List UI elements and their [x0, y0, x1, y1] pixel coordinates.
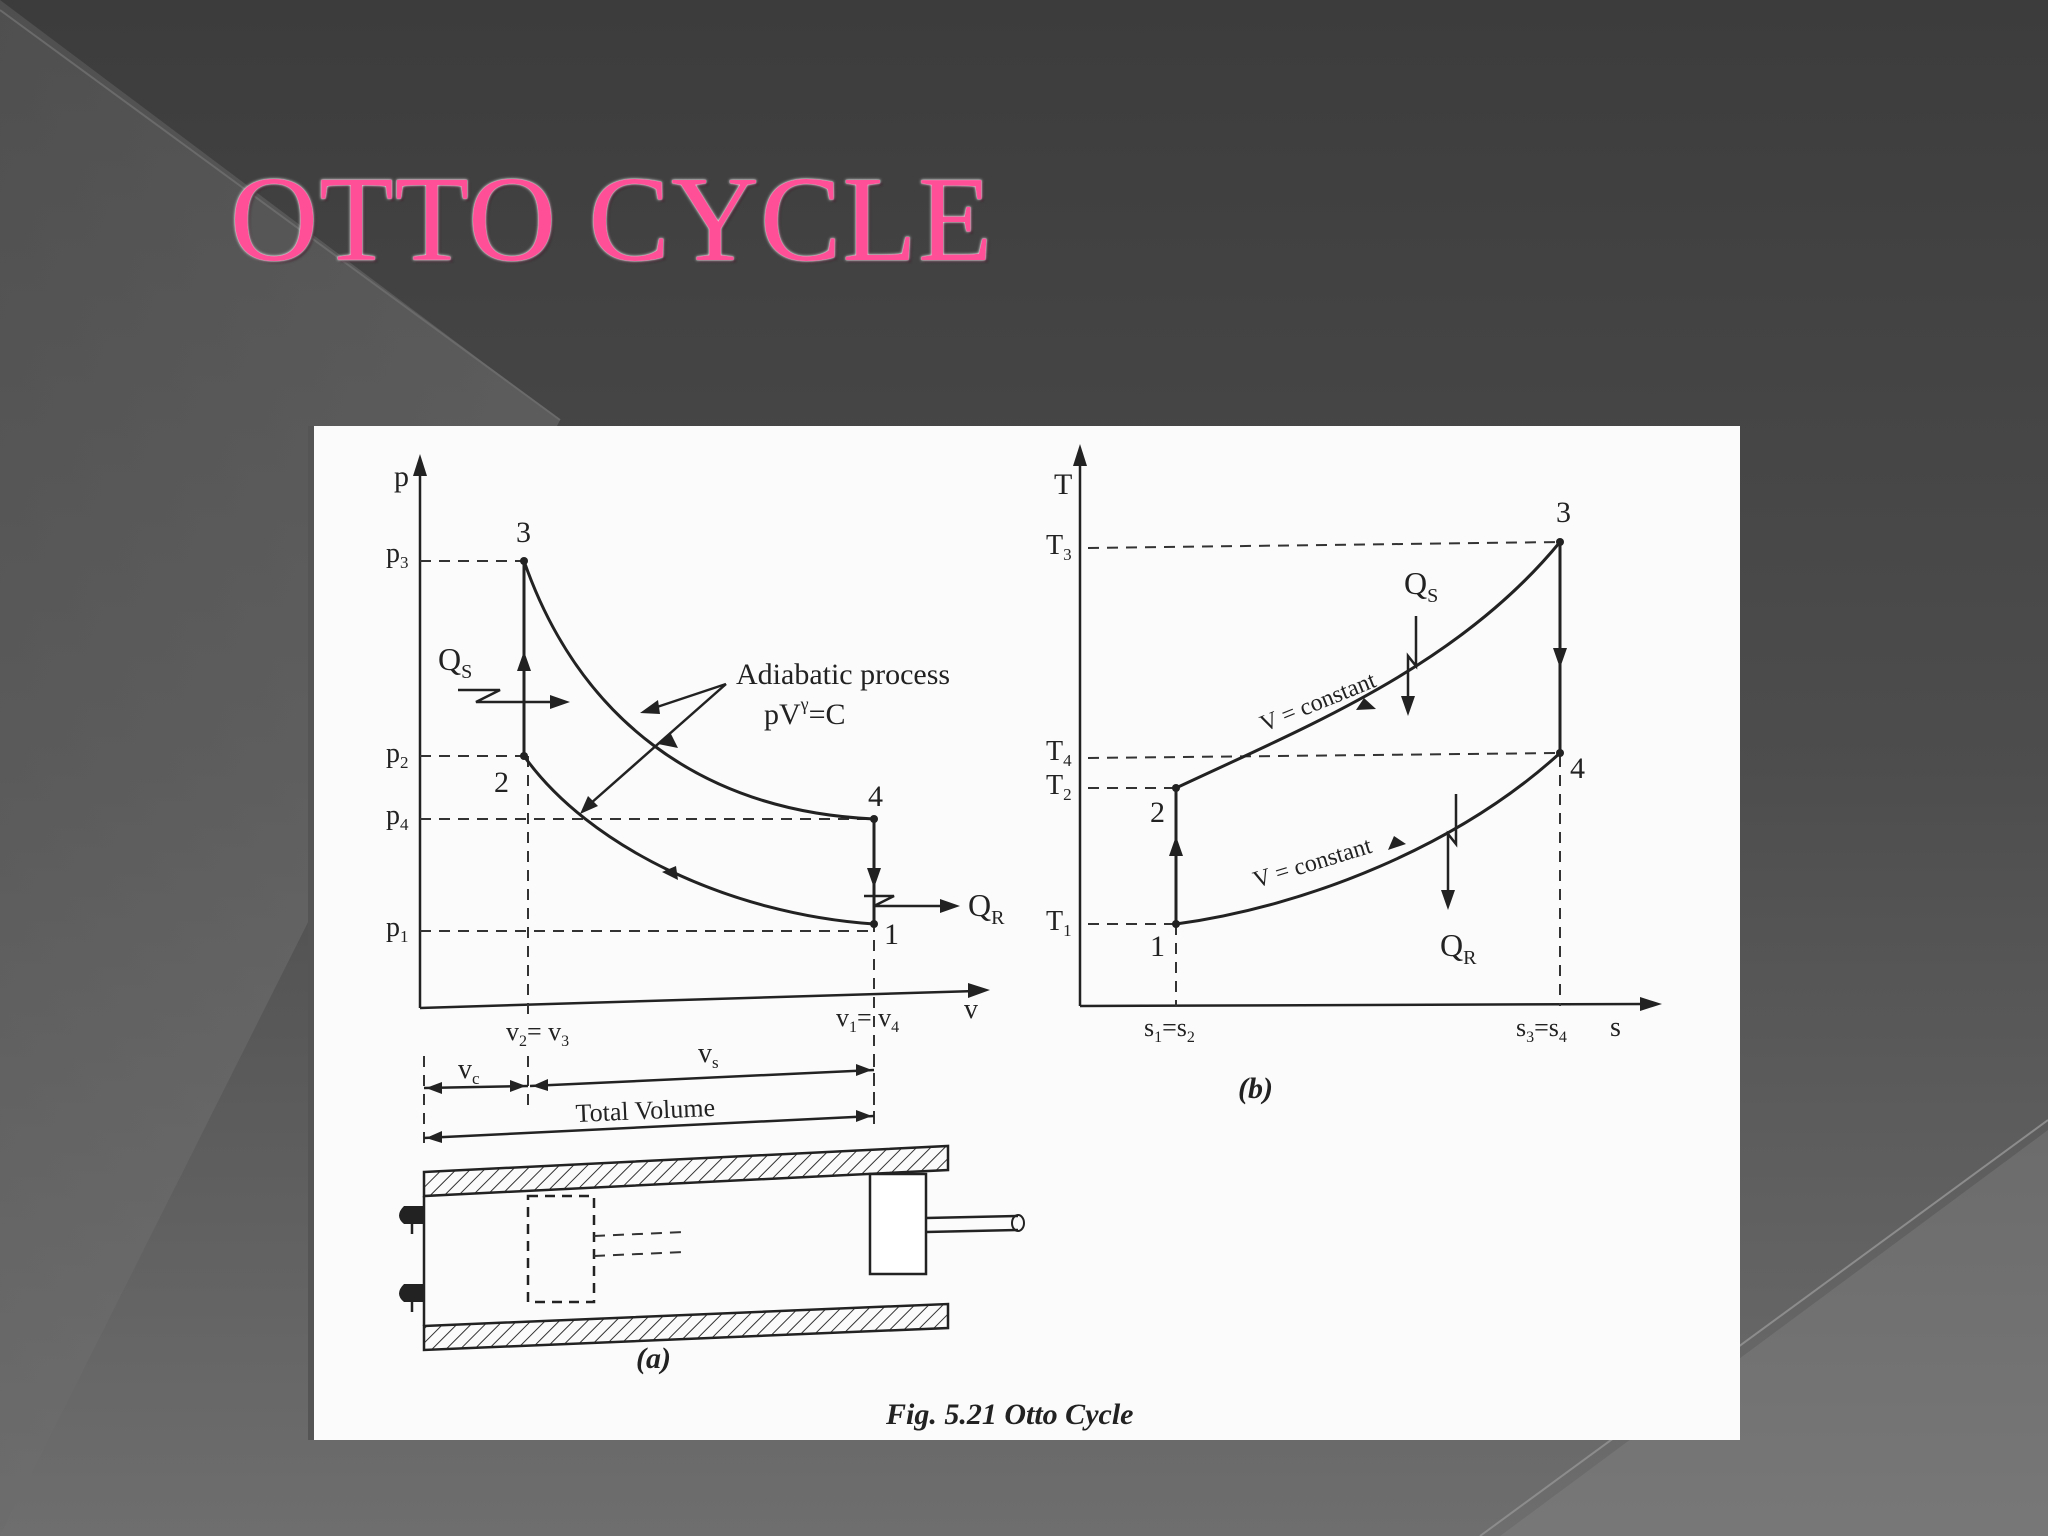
ts-heat-in-label: QS: [1404, 565, 1438, 607]
dim-total-volume: [423, 1114, 875, 1140]
ts-y-axis-label: T: [1054, 468, 1072, 501]
ts-tick-s3-s4: s3=s4: [1516, 1013, 1567, 1046]
dim-vs: [529, 1068, 875, 1088]
pv-tick-v1-v4: v1= v4: [836, 1003, 899, 1036]
ts-point-1-label: 1: [1150, 930, 1165, 963]
pv-point-3-label: 3: [516, 516, 531, 549]
piston-bdc-position: [868, 1172, 928, 1276]
dim-vc-label: vc: [458, 1054, 480, 1088]
pv-point-1-label: 1: [884, 918, 899, 951]
ts-heat-in-arrow: [1406, 616, 1418, 696]
pv-heat-in-arrow: [458, 688, 518, 704]
pv-process-3-4: [522, 560, 875, 821]
pv-process-1-2: [522, 755, 875, 926]
pv-heat-out-arrow: [864, 894, 912, 908]
dim-total-volume-label: Total Volume: [575, 1093, 716, 1128]
ts-tick-T2: T2: [1046, 770, 1072, 804]
otto-cycle-figure: p v p3 p2 p4 p1 v2= v3 v1= v4 3 2 4 1 QS…: [308, 426, 1740, 1440]
ts-point-2-dot: [1172, 784, 1180, 792]
pv-point-4-dot: [870, 815, 878, 823]
pv-point-2-dot: [520, 752, 528, 760]
piston-tdc-position: [526, 1194, 596, 1304]
ts-point-2-label: 2: [1150, 796, 1165, 829]
intake-valve: [399, 1206, 424, 1224]
ts-tick-T3: T3: [1046, 530, 1072, 564]
ts-x-axis-label: s: [1610, 1012, 1621, 1043]
pv-point-1-dot: [870, 920, 878, 928]
ts-point-1-dot: [1172, 920, 1180, 928]
ts-point-4-label: 4: [1570, 752, 1585, 785]
pv-diagram-label: (a): [636, 1342, 671, 1375]
ts-process-2-3: [1175, 541, 1562, 790]
otto-cycle-diagram: p v p3 p2 p4 p1 v2= v3 v1= v4 3 2 4 1 QS…: [308, 426, 1662, 1440]
pv-point-4-label: 4: [868, 780, 883, 813]
pv-tick-p4: p4: [386, 800, 409, 834]
ts-x-axis: [1079, 1002, 1649, 1008]
pv-heat-in-label: QS: [438, 641, 472, 683]
ts-tick-T4: T4: [1046, 736, 1072, 770]
pv-point-3-dot: [520, 557, 528, 565]
pv-diagram: p v p3 p2 p4 p1 v2= v3 v1= v4 3 2 4 1 QS…: [386, 454, 1025, 1375]
ts-point-4-dot: [1556, 749, 1564, 757]
pv-x-axis: [419, 989, 977, 1010]
dim-vs-label: vs: [698, 1038, 719, 1072]
figure-caption: Fig. 5.21 Otto Cycle: [885, 1398, 1133, 1431]
ts-v-constant-lower: V = constant: [1250, 833, 1375, 894]
ts-diagram-label: (b): [1238, 1072, 1273, 1105]
ts-point-3-dot: [1556, 538, 1564, 546]
slide-title: OTTO CYCLE: [230, 152, 994, 287]
pv-heat-out-label: QR: [968, 887, 1005, 929]
pv-leader-upper: [653, 682, 727, 710]
pv-tick-p2: p2: [386, 738, 409, 772]
ts-heat-out-arrow: [1446, 794, 1458, 890]
ts-process-4-1: [1175, 751, 1562, 926]
pv-annotation-equation: pVγ=C: [764, 694, 846, 731]
pv-tick-p3: p3: [386, 538, 409, 572]
ts-tick-T1: T1: [1046, 906, 1072, 940]
pv-leader-lower: [589, 683, 727, 805]
ts-tick-s1-s2: s1=s2: [1144, 1013, 1195, 1046]
pv-point-2-label: 2: [494, 766, 509, 799]
ts-point-3-label: 3: [1556, 496, 1571, 529]
pv-tick-p1: p1: [386, 912, 409, 946]
ts-diagram: T s T3 T4 T2 T1 s1=s2 s3=s4 3 4 2 1 QS Q…: [1046, 444, 1662, 1105]
exhaust-valve: [399, 1284, 424, 1302]
pv-annotation-adiabatic: Adiabatic process: [736, 658, 950, 691]
pv-tick-v2-v3: v2= v3: [506, 1017, 569, 1050]
pv-x-axis-label: v: [964, 994, 978, 1025]
engine-cylinder: [399, 1144, 1025, 1352]
pv-y-axis-label: p: [394, 460, 409, 493]
ts-heat-out-label: QR: [1440, 927, 1477, 969]
